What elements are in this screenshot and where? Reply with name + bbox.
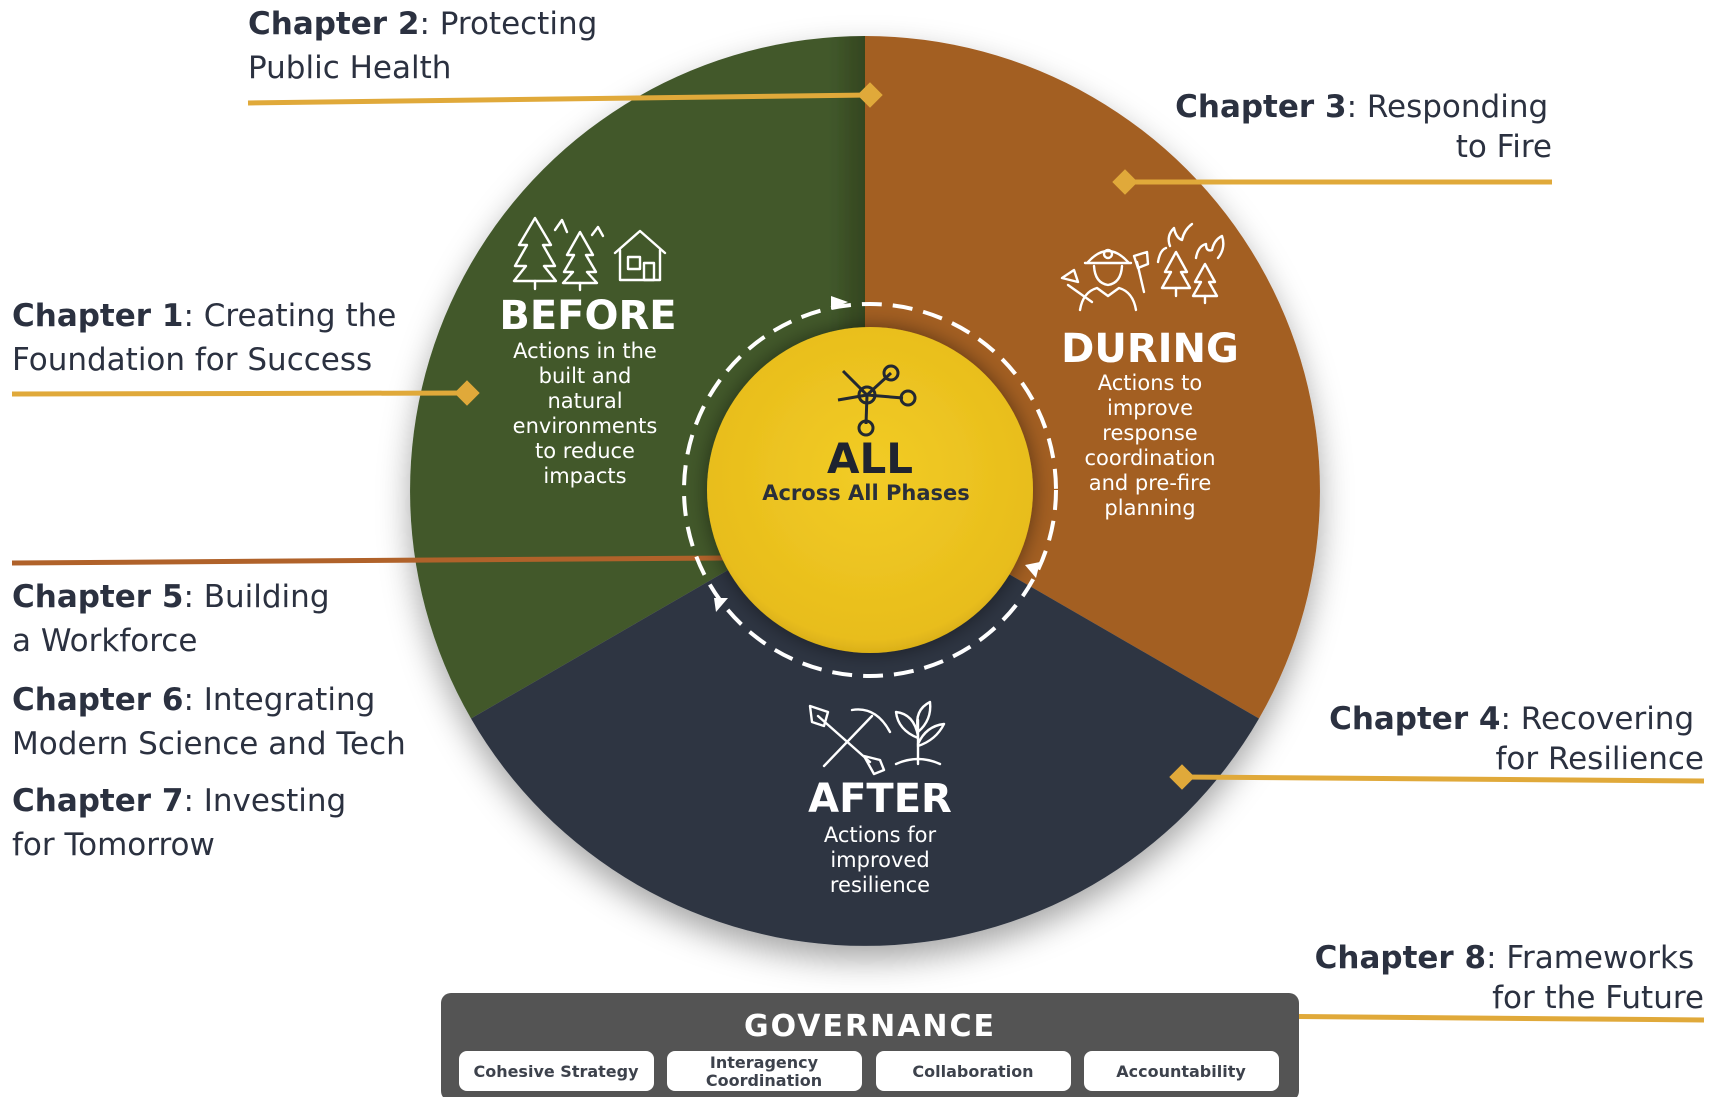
connector-ch1 <box>11 380 480 406</box>
before-desc-line: to reduce <box>535 439 635 463</box>
during-desc-line: coordination <box>1084 446 1215 470</box>
before-desc-line: Actions in the <box>513 339 657 363</box>
chapter-7-label: Chapter 7: Investing for Tomorrow <box>12 783 356 863</box>
after-desc-line: improved <box>830 848 929 872</box>
governance-pill-cohesive-strategy: Cohesive Strategy <box>459 1051 654 1091</box>
tools-and-seedling-icon <box>808 700 946 776</box>
during-phase-content: DURING Actions to improve response coord… <box>1060 222 1239 520</box>
governance-pill-label: Interagency <box>710 1053 819 1072</box>
before-description: Actions in the built and natural environ… <box>513 339 658 488</box>
trees-and-house-icon <box>512 216 667 292</box>
governance-pill-label: Collaboration <box>912 1062 1033 1081</box>
after-desc-line: Actions for <box>824 823 937 847</box>
governance-pill-accountability: Accountability <box>1084 1051 1279 1091</box>
governance-pills: Cohesive Strategy Interagency Coordinati… <box>459 1051 1279 1091</box>
phase-wheel <box>410 36 1320 946</box>
before-desc-line: natural <box>547 389 622 413</box>
network-nodes-icon <box>837 364 917 437</box>
governance-pill-label: Coordination <box>706 1071 822 1090</box>
cycle-arrow-icon <box>714 598 728 612</box>
firefighter-and-burning-trees-icon <box>1060 222 1225 312</box>
during-title: DURING <box>1061 326 1239 372</box>
chapter-2-label: Chapter 2: Protecting Public Health <box>248 6 607 86</box>
cycle-arrow-icon <box>1025 562 1040 578</box>
chapter-4-label: Chapter 4: Recovering for Resilience <box>1329 701 1704 777</box>
after-desc-line: resilience <box>830 873 930 897</box>
connector-ch2 <box>247 82 883 108</box>
chapter-6-label: Chapter 6: Integrating Modern Science an… <box>12 682 406 762</box>
after-description: Actions for improved resilience <box>824 823 937 897</box>
all-title: ALL <box>827 434 913 483</box>
governance-panel: GOVERNANCE Cohesive Strategy Interagency… <box>441 993 1299 1097</box>
governance-pill-interagency-coordination: Interagency Coordination <box>667 1051 862 1091</box>
before-title: BEFORE <box>499 293 676 339</box>
all-subtitle: Across All Phases <box>762 481 970 505</box>
during-desc-line: improve <box>1107 396 1193 420</box>
before-desc-line: impacts <box>543 464 626 488</box>
after-segment <box>471 491 1259 946</box>
cycle-arrow-icon <box>831 296 848 309</box>
governance-pill-collaboration: Collaboration <box>876 1051 1071 1091</box>
chapter-1-label: Chapter 1: Creating the Foundation for S… <box>12 298 406 378</box>
during-desc-line: and pre-fire <box>1089 471 1212 495</box>
during-desc-line: planning <box>1104 496 1195 520</box>
chapter-3-label: Chapter 3: Responding to Fire <box>1175 89 1558 165</box>
after-phase-content: AFTER Actions for improved resilience <box>808 700 952 897</box>
during-description: Actions to improve response coordination… <box>1084 371 1215 520</box>
chapter-5-label: Chapter 5: Building a Workforce <box>12 579 339 659</box>
after-title: AFTER <box>808 776 952 822</box>
chapter-8-label: Chapter 8: Frameworks for the Future <box>1315 940 1704 1016</box>
during-desc-line: Actions to <box>1098 371 1202 395</box>
before-phase-content: BEFORE Actions in the built and natural … <box>499 216 677 488</box>
all-phases-center: ALL Across All Phases <box>682 296 1058 678</box>
before-desc-line: built and <box>539 364 632 388</box>
governance-pill-label: Cohesive Strategy <box>473 1062 639 1081</box>
governance-title: GOVERNANCE <box>744 1009 996 1044</box>
before-desc-line: environments <box>513 414 658 438</box>
cycle-ring <box>682 302 1058 678</box>
governance-pill-label: Accountability <box>1116 1062 1246 1081</box>
during-desc-line: response <box>1102 421 1197 445</box>
chapter-labels: Chapter 2: Protecting Public Health Chap… <box>12 6 1704 1016</box>
